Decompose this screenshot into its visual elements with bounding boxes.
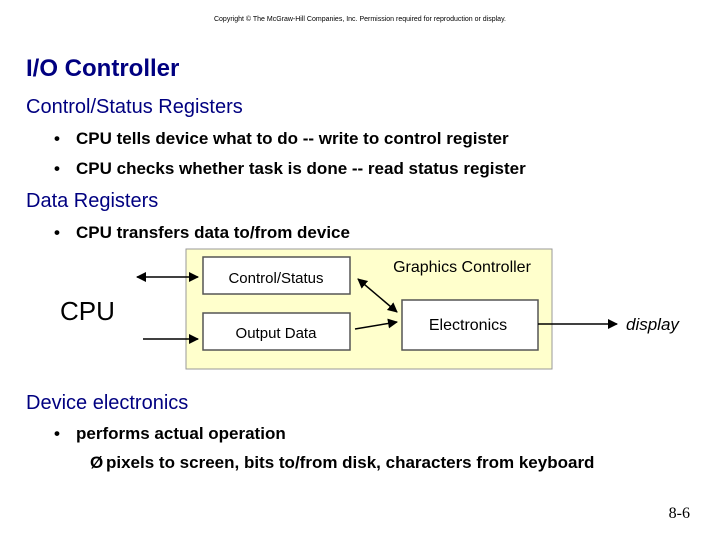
bullet-item: •CPU checks whether task is done -- read…: [54, 159, 526, 178]
bullet-item: •CPU transfers data to/from device: [54, 223, 350, 242]
control-status-register: [202, 256, 351, 295]
data-link-arrow: [354, 318, 398, 330]
output-data-label: Output Data: [236, 325, 318, 342]
copyright-notice: Copyright © The McGraw-Hill Companies, I…: [213, 16, 506, 23]
bullet-item: •performs actual operation: [54, 424, 286, 443]
output-data-register: [202, 312, 351, 351]
electronics-label: Electronics: [429, 317, 507, 334]
section-heading-control-status: Control/Status Registers: [26, 96, 243, 118]
page-number: 8-6: [668, 505, 690, 522]
section-heading-data-registers: Data Registers: [26, 190, 159, 212]
electronics-box: [401, 299, 539, 351]
display-label: display: [626, 315, 680, 334]
slide-title: I/O Controller: [26, 55, 180, 82]
section-heading-device-electronics: Device electronics: [26, 392, 189, 414]
arrow-bullet-icon: Ø: [90, 453, 104, 472]
control-status-label: Control/Status: [228, 270, 323, 287]
cpu-label: CPU: [60, 296, 115, 326]
controller-title: Graphics Controller: [393, 259, 532, 276]
status-link-arrow: [357, 278, 398, 313]
bullet-item: •CPU tells device what to do -- write to…: [54, 129, 509, 148]
